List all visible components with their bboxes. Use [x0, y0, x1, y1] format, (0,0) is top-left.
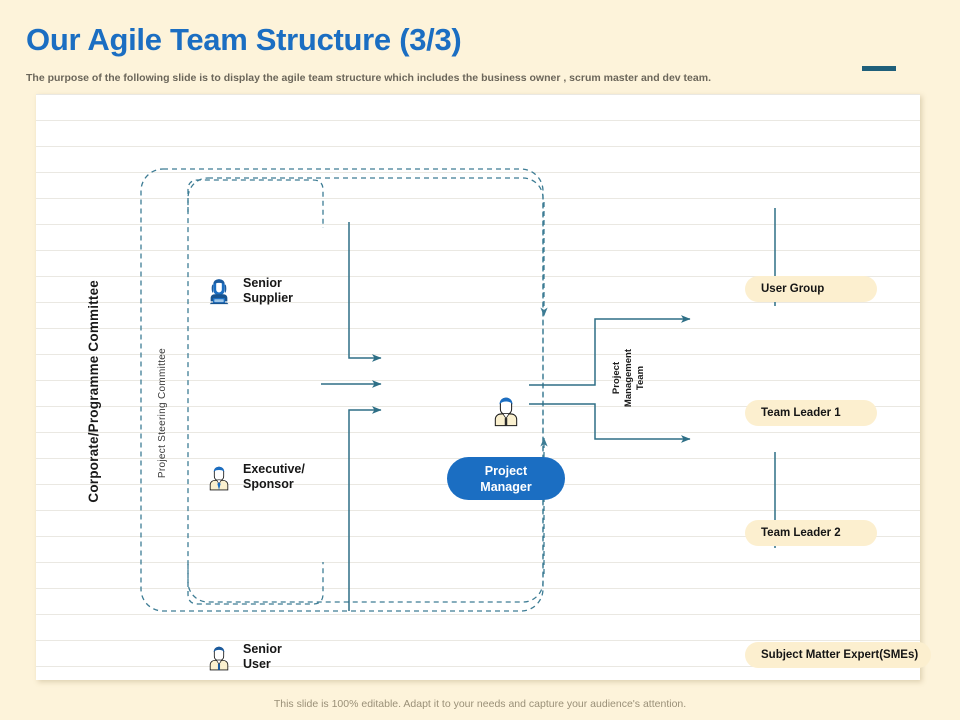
node-team-leader-1[interactable]: Team Leader 1 [745, 400, 877, 426]
person-manager-icon [494, 397, 518, 427]
pm-line-1: Project [484, 463, 528, 478]
label-corporate-committee: Corporate/Programme Committee [86, 280, 101, 503]
diagram-canvas: Corporate/Programme Committee Project St… [36, 94, 931, 680]
role-line-1: Senior [243, 642, 282, 656]
role-senior-user[interactable]: Senior User [204, 642, 282, 672]
arrow-supplier-to-pm [348, 222, 382, 362]
pm-team-line-1: Project [611, 361, 622, 395]
node-team-leader-2[interactable]: Team Leader 2 [745, 520, 877, 546]
role-senior-user-label: Senior User [243, 642, 282, 672]
page-title: Our Agile Team Structure (3/3) [26, 22, 462, 57]
arrow-user-to-pm [348, 406, 382, 611]
title-accent-dash [862, 66, 896, 71]
pm-team-line-2: Management [623, 349, 634, 408]
role-line-2: User [243, 657, 271, 671]
node-subject-matter-expert[interactable]: Subject Matter Expert(SMEs) [745, 642, 931, 668]
person-collar-icon [209, 646, 229, 671]
role-line-1: Senior [243, 276, 282, 290]
role-senior-supplier[interactable]: Senior Supplier [204, 276, 293, 306]
dashed-box-steering [187, 177, 544, 603]
label-project-management-team: Project Management Team [611, 349, 647, 407]
footer-note: This slide is 100% editable. Adapt it to… [273, 698, 687, 710]
role-line-2: Sponsor [243, 477, 294, 491]
role-line-1: Executive/ [243, 462, 305, 476]
project-manager-node[interactable]: Project Manager [447, 457, 565, 500]
page-subtitle: The purpose of the following slide is to… [26, 72, 711, 84]
dashed-box-senior-user [187, 562, 324, 605]
person-female-laptop-icon [209, 279, 229, 305]
pm-line-2: Manager [480, 479, 532, 494]
role-line-2: Supplier [243, 291, 294, 305]
dashed-box-senior-supplier [187, 179, 324, 228]
arrow-pm-to-team-leader-1 [529, 315, 691, 386]
dashed-box-corporate [140, 168, 544, 612]
diagram-connectors [140, 168, 776, 612]
person-tie-icon [209, 466, 229, 491]
arrow-pm-to-team-leader-2 [529, 403, 691, 443]
pm-team-line-3: Team [635, 365, 646, 391]
role-executive-sponsor[interactable]: Executive/ Sponsor [204, 462, 305, 492]
label-steering-committee: Project Steering Committee [157, 348, 168, 479]
role-executive-sponsor-label: Executive/ Sponsor [243, 462, 305, 492]
node-user-group[interactable]: User Group [745, 276, 877, 302]
role-senior-supplier-label: Senior Supplier [243, 276, 293, 306]
